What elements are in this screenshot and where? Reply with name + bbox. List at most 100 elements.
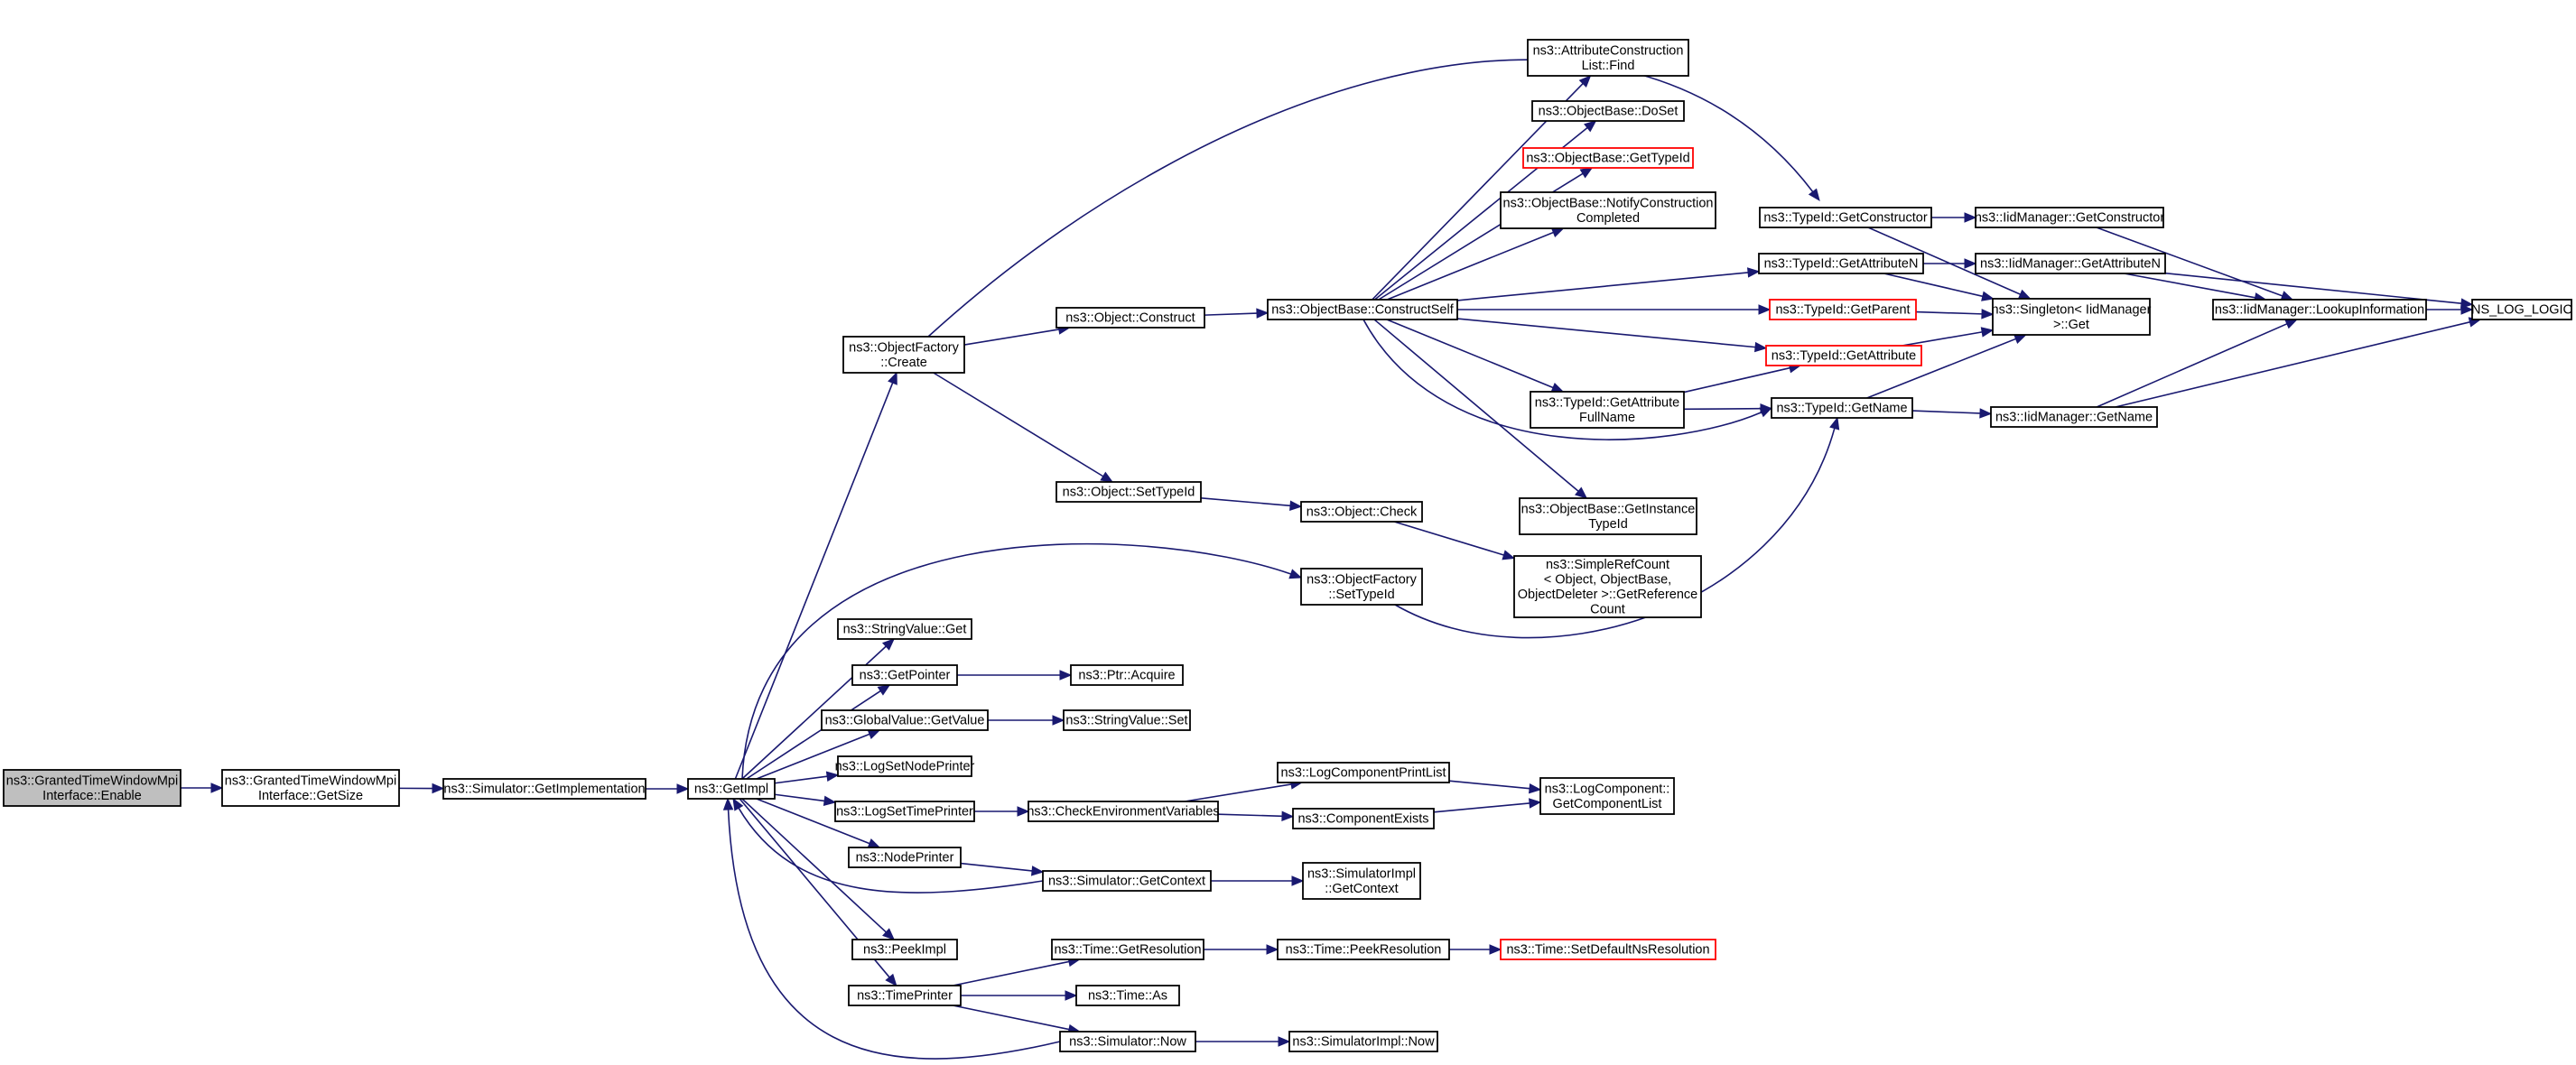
- edge-line: [1200, 497, 1291, 507]
- node-objsettypeid[interactable]: ns3::Object::SetTypeId: [1056, 481, 1202, 503]
- node-objconstruct[interactable]: ns3::Object::Construct: [1056, 307, 1205, 329]
- edge-getattributen-to-singletonget: [1883, 273, 1995, 301]
- edge-line: [1217, 813, 1283, 818]
- edge-arrowhead: [1550, 382, 1565, 393]
- node-box: [1267, 299, 1458, 320]
- node-obgettypeid[interactable]: ns3::ObjectBase::GetTypeId: [1522, 147, 1694, 169]
- node-peekimpl[interactable]: ns3::PeekImpl: [851, 939, 958, 960]
- edge-simgetcontext-to-getimpl: [732, 797, 1044, 894]
- edge-line: [1683, 407, 1762, 411]
- node-box: [2212, 299, 2427, 320]
- node-timegetresolution[interactable]: ns3::Time::GetResolution: [1051, 939, 1204, 960]
- node-simgetcontext[interactable]: ns3::Simulator::GetContext: [1042, 870, 1212, 892]
- node-label-line: ns3::ObjectBase::DoSet: [1539, 105, 1679, 119]
- edge-arrowhead: [1281, 810, 1295, 822]
- node-label-line: ns3::TypeId::GetAttributeN: [1764, 257, 1919, 272]
- node-setdefaultns[interactable]: ns3::Time::SetDefaultNsResolution: [1500, 939, 1716, 960]
- node-getconstructor[interactable]: ns3::TypeId::GetConstructor: [1759, 207, 1932, 228]
- edge-line: [1683, 366, 1790, 394]
- node-label-line: GetComponentList: [1553, 797, 1662, 811]
- node-label-line: ns3::TimePrinter: [857, 989, 953, 1004]
- node-componentexists[interactable]: ns3::ComponentExists: [1292, 808, 1435, 829]
- edge-arrowhead: [1100, 471, 1114, 483]
- node-checkenv[interactable]: ns3::CheckEnvironmentVariables: [1027, 801, 1220, 822]
- node-getname[interactable]: ns3::TypeId::GetName: [1771, 397, 1913, 419]
- node-objcheck[interactable]: ns3::Object::Check: [1300, 501, 1423, 523]
- node-label-line: ns3::IidManager::LookupInformation: [2215, 303, 2424, 318]
- node-simimplnow[interactable]: ns3::SimulatorImpl::Now: [1288, 1031, 1438, 1052]
- edge-ofcreate-to-objsettypeid: [933, 372, 1114, 483]
- node-iidgetconstructor[interactable]: ns3::IidManager::GetConstructor: [1975, 207, 2165, 228]
- node-singletonget[interactable]: ns3::Singleton< IidManager>::Get: [1992, 298, 2152, 336]
- node-box: [1056, 307, 1205, 329]
- node-globalvalueget[interactable]: ns3::GlobalValue::GetValue: [821, 709, 989, 731]
- node-label-line: ns3::ObjectFactory: [849, 340, 959, 355]
- node-box: [1522, 147, 1694, 169]
- edge-arrowhead: [676, 783, 690, 794]
- node-iidgetattributen[interactable]: ns3::IidManager::GetAttributeN: [1975, 253, 2166, 274]
- edge-getattributen-to-iidgetattributen: [1923, 258, 1977, 269]
- node-label-line: ns3::GrantedTimeWindowMpi: [6, 773, 178, 788]
- node-simgetimpl[interactable]: ns3::Simulator::GetImplementation: [442, 778, 646, 800]
- node-doset[interactable]: ns3::ObjectBase::DoSet: [1531, 100, 1685, 122]
- node-label-line: ns3::CheckEnvironmentVariables: [1027, 805, 1219, 820]
- node-getparent[interactable]: ns3::TypeId::GetParent: [1769, 299, 1917, 320]
- node-box: [1990, 406, 2158, 428]
- node-box: [1500, 191, 1716, 229]
- edge-iidgetname-to-nslog: [2115, 317, 2482, 408]
- node-simplerefcount[interactable]: ns3::SimpleRefCount< Object, ObjectBase,…: [1513, 555, 1702, 618]
- node-ofsettypeid[interactable]: ns3::ObjectFactory::SetTypeId: [1300, 568, 1423, 606]
- node-ptracquire[interactable]: ns3::Ptr::Acquire: [1070, 664, 1184, 686]
- edge-arrowhead: [867, 729, 881, 739]
- node-getpointer[interactable]: ns3::GetPointer: [851, 664, 958, 686]
- node-stringvalueget[interactable]: ns3::StringValue::Get: [837, 618, 972, 640]
- node-simnow[interactable]: ns3::Simulator::Now: [1059, 1031, 1196, 1052]
- node-timeprinter[interactable]: ns3::TimePrinter: [848, 985, 962, 1006]
- node-box: [848, 985, 962, 1006]
- edge-line: [2115, 321, 2470, 408]
- edge-arrowhead: [1579, 167, 1594, 179]
- node-stringvalueset[interactable]: ns3::StringValue::Set: [1063, 709, 1191, 731]
- node-label-line: Count: [1590, 602, 1625, 616]
- edge-line: [2096, 227, 2283, 297]
- node-simimplgetcontext[interactable]: ns3::SimulatorImpl::GetContext: [1302, 862, 1421, 900]
- edge-arrowhead: [825, 771, 840, 782]
- node-iidgetname[interactable]: ns3::IidManager::GetName: [1990, 406, 2158, 428]
- node-getattribute[interactable]: ns3::TypeId::GetAttribute: [1765, 345, 1922, 366]
- node-box: [1975, 207, 2164, 228]
- node-nodeprinter[interactable]: ns3::NodePrinter: [848, 847, 962, 868]
- edge-arrowhead: [1584, 120, 1597, 133]
- node-getimpl[interactable]: ns3::GetImpl: [687, 778, 776, 800]
- edge-arrowhead: [1059, 670, 1073, 681]
- edge-arrowhead: [888, 371, 897, 385]
- node-label-line: ns3::ComponentExists: [1297, 812, 1428, 827]
- node-notifyconstruction[interactable]: ns3::ObjectBase::NotifyConstructionCompl…: [1500, 191, 1716, 229]
- node-logsetnodeprinter[interactable]: ns3::LogSetNodePrinter: [835, 755, 975, 777]
- node-box: [1975, 253, 2166, 274]
- node-box: [821, 709, 989, 731]
- node-label-line: ns3::GrantedTimeWindowMpi: [225, 773, 396, 788]
- node-getsize[interactable]: ns3::GrantedTimeWindowMpiInterface::GetS…: [221, 769, 400, 807]
- node-lookupinfo[interactable]: ns3::IidManager::LookupInformation: [2212, 299, 2427, 320]
- node-box: [834, 801, 975, 822]
- node-nslog[interactable]: NS_LOG_LOGIC: [2471, 299, 2572, 320]
- node-timeas[interactable]: ns3::Time::As: [1075, 985, 1180, 1006]
- node-box: [851, 664, 958, 686]
- edge-enable-to-getsize: [181, 783, 224, 793]
- node-logsettimeprinter[interactable]: ns3::LogSetTimePrinter: [834, 801, 975, 822]
- edge-timepeekresolution-to-setdefaultns: [1449, 944, 1502, 955]
- node-enable[interactable]: ns3::GrantedTimeWindowMpiInterface::Enab…: [3, 769, 181, 807]
- node-getcomponentlist[interactable]: ns3::LogComponent::GetComponentList: [1539, 777, 1675, 815]
- node-ofcreate[interactable]: ns3::ObjectFactory::Create: [842, 336, 965, 374]
- edge-arrowhead: [1529, 783, 1542, 794]
- node-constructself[interactable]: ns3::ObjectBase::ConstructSelf: [1267, 299, 1458, 320]
- node-getattributen[interactable]: ns3::TypeId::GetAttributeN: [1758, 253, 1924, 274]
- edge-arrowhead: [1758, 304, 1772, 315]
- node-logcompprintlist[interactable]: ns3::LogComponentPrintList: [1277, 762, 1450, 783]
- edge-arrowhead: [1065, 990, 1078, 1001]
- edge-line: [734, 382, 894, 780]
- node-timepeekresolution[interactable]: ns3::Time::PeekResolution: [1277, 939, 1450, 960]
